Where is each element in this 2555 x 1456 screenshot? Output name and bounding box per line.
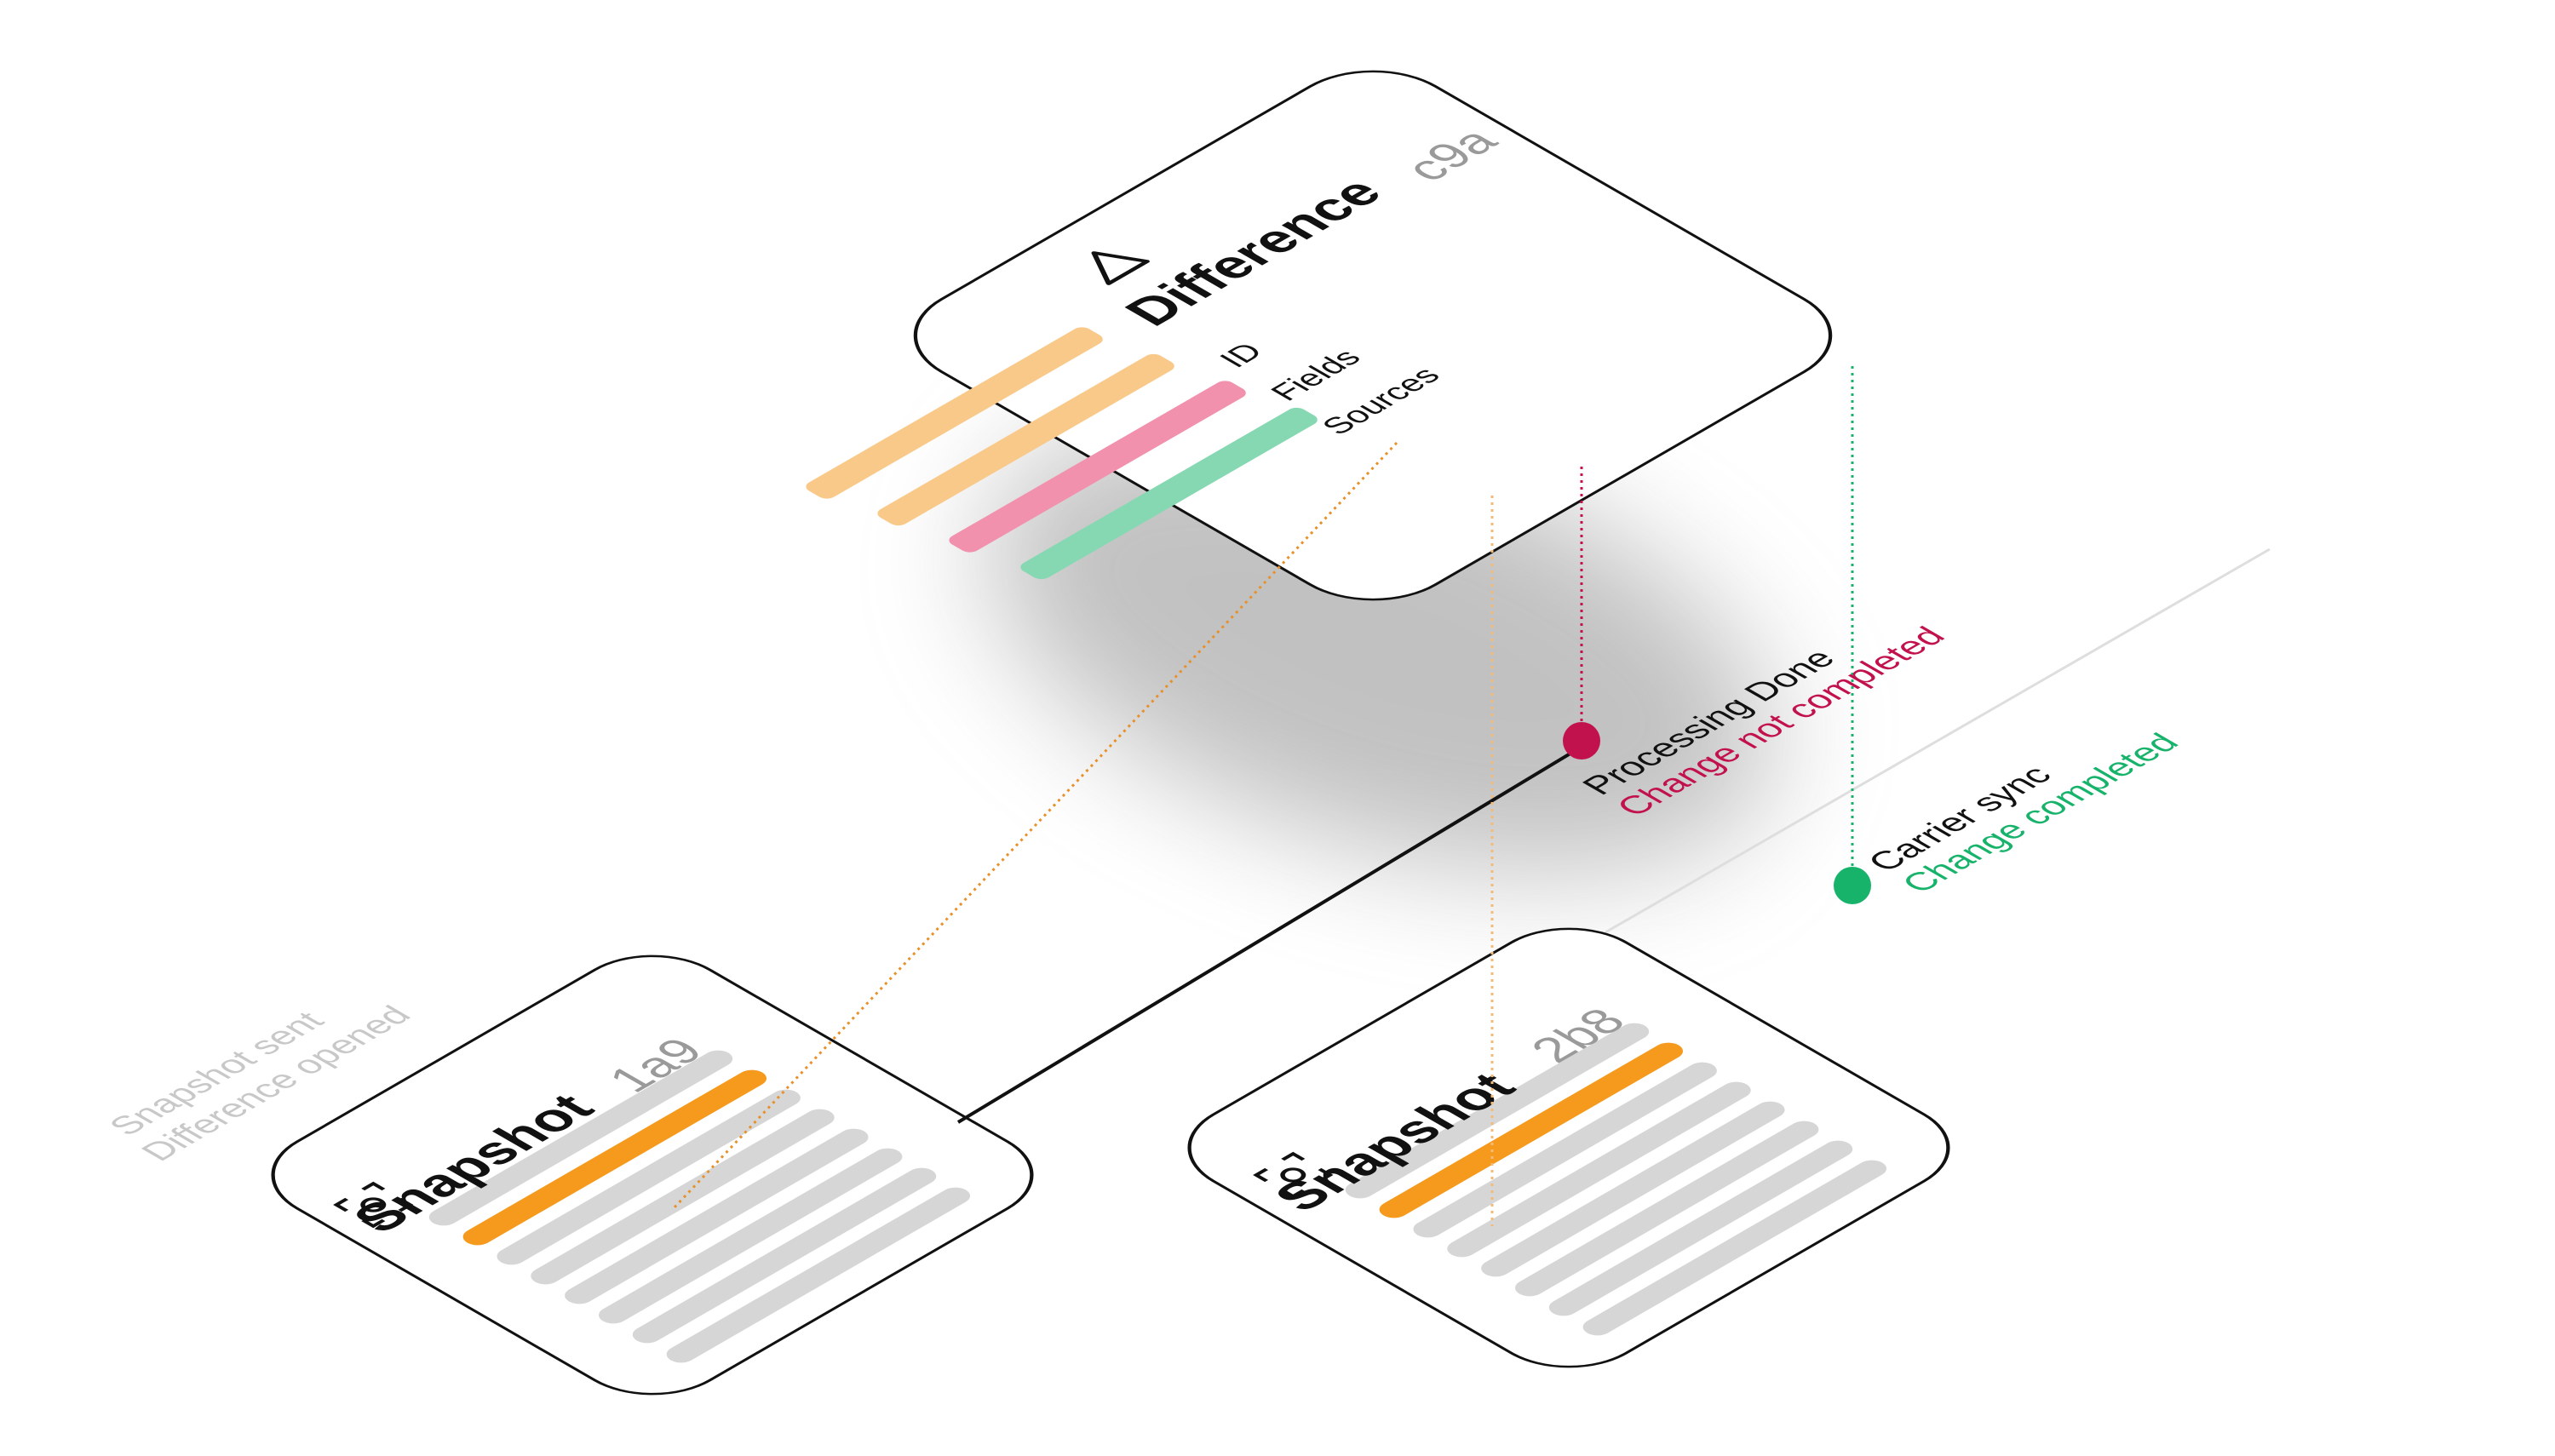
camera-focus-icon [1253, 1151, 1334, 1199]
carrier-node[interactable] [1834, 867, 1871, 904]
diff-bar-sources [949, 381, 1246, 553]
snapshot-left-highlight-bar [462, 1069, 767, 1246]
difference-card[interactable] [879, 50, 1867, 621]
snapshot-card-left[interactable] [239, 937, 1065, 1413]
camera-focus-icon [333, 1181, 414, 1229]
snapshot-card-right[interactable] [1156, 909, 1982, 1386]
trace-line-left-snapshot [671, 441, 1398, 1211]
processing-node[interactable] [1563, 722, 1600, 760]
snapshot-right-highlight-bar [1379, 1042, 1684, 1218]
timeline-guide-line [1605, 547, 2271, 934]
connector-line [956, 745, 1583, 1124]
diff-bar-fields [877, 353, 1174, 526]
delta-triangle-icon [1091, 251, 1150, 285]
diff-bar-id [806, 327, 1103, 499]
difference-card-shadow [985, 421, 1774, 873]
diff-bar-extra [1020, 407, 1318, 580]
